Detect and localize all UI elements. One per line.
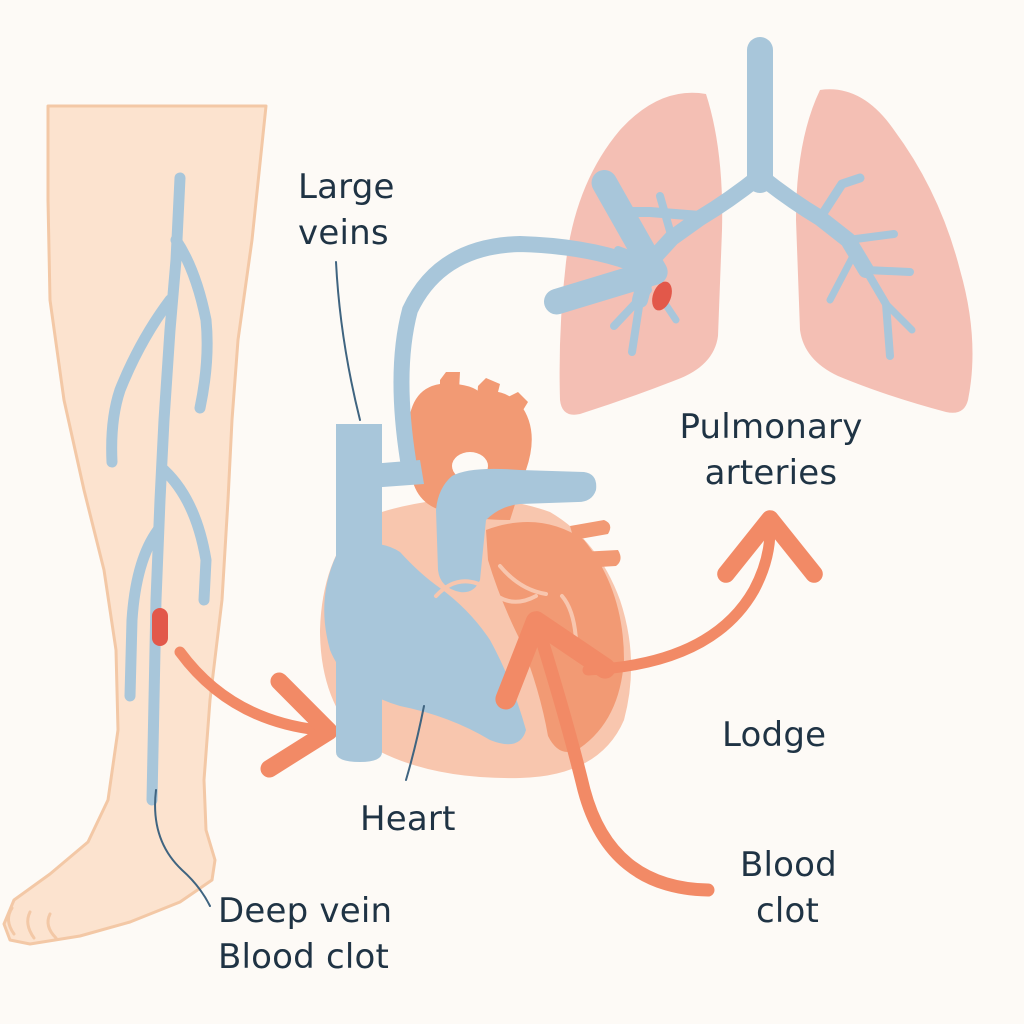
- deep-vein-label-line-1: Deep vein: [218, 888, 392, 934]
- blood-clot-label-line-2: clot: [740, 888, 837, 934]
- large-veins-leader-line: [336, 262, 360, 420]
- deep-vein-label: Deep vein Blood clot: [218, 888, 392, 980]
- large-veins-label-line-1: Large: [298, 164, 395, 210]
- pulmonary-arteries-label-line-1: Pulmonary: [666, 404, 876, 450]
- blood-clot-label: Blood clot: [740, 842, 837, 934]
- large-veins-label: Large veins: [298, 164, 395, 256]
- lodge-label: Lodge: [722, 712, 826, 758]
- blood-clot-label-line-1: Blood: [740, 842, 837, 888]
- pulmonary-arteries-label: Pulmonary arteries: [666, 404, 876, 496]
- heart-label: Heart: [360, 796, 456, 842]
- large-veins-label-line-2: veins: [298, 210, 395, 256]
- blood-clot-icon: [152, 608, 168, 646]
- pulmonary-arteries-label-line-2: arteries: [666, 450, 876, 496]
- deep-vein-label-line-2: Blood clot: [218, 934, 392, 980]
- leg-icon: [4, 106, 266, 944]
